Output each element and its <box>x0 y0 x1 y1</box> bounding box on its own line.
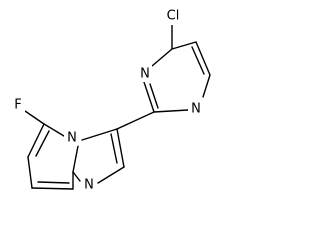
bond-c5py-c6py <box>27 123 45 158</box>
bond-c3-n4 <box>81 128 118 141</box>
bond-n3-c2-inner <box>149 83 159 109</box>
bond-c6-c5 <box>195 41 211 76</box>
bond-n3-c2 <box>143 81 155 113</box>
bond-c3-c2im-inner <box>110 133 118 164</box>
bond-c6py-f <box>24 110 45 125</box>
bond-n1-c6 <box>202 74 211 98</box>
bond-n4-c5py <box>43 123 65 137</box>
atom-n-pyrimidine-bottom-label: N <box>191 102 201 117</box>
bond-c4-n3 <box>151 48 173 67</box>
bond-c5-c4 <box>171 41 197 50</box>
molecule-structure-diagram: Cl N N F N N <box>14 8 211 193</box>
bond-c2-c3 <box>116 111 155 130</box>
bond-c2im-n1im <box>97 166 125 184</box>
atom-f-label: F <box>14 98 21 113</box>
atom-n-imidazole-label: N <box>84 178 94 193</box>
bond-c6-c5-inner <box>191 46 205 75</box>
atom-n-bridgehead-label: N <box>67 131 77 146</box>
bond-c7py-c8py-inner <box>37 181 70 184</box>
bond-n1im-c8a <box>72 171 81 182</box>
bond-c5py-c6py-inner <box>35 130 50 157</box>
bond-c8a-n4 <box>72 145 79 173</box>
bond-c2-n1 <box>153 109 189 113</box>
bond-c7py-c8py <box>31 187 74 190</box>
bond-c6py-c7py <box>27 156 33 189</box>
bond-c3-c2im <box>116 128 125 168</box>
atom-cl-label: Cl <box>167 9 180 24</box>
atom-n-pyrimidine-top-label: N <box>140 67 150 82</box>
